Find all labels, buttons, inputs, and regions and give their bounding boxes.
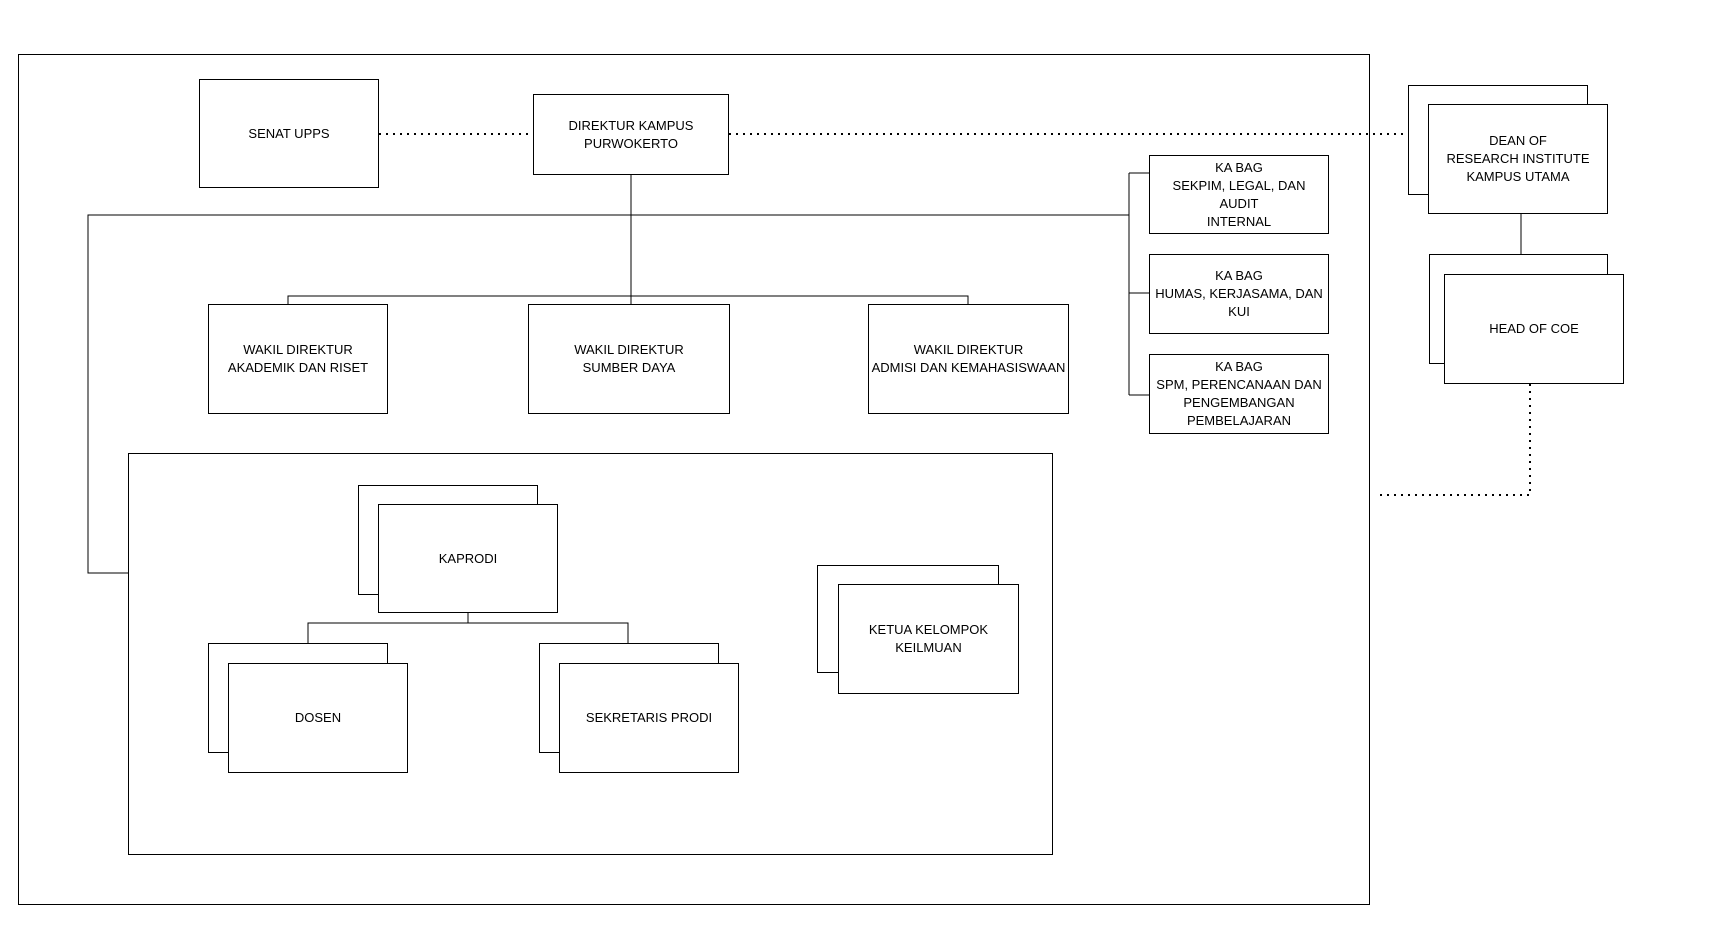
node-kabag-spm: KA BAG SPM, PERENCANAAN DAN PENGEMBANGAN… [1149,354,1329,434]
node-label: DIREKTUR KAMPUS PURWOKERTO [568,117,694,151]
node-kabag-humas: KA BAG HUMAS, KERJASAMA, DAN KUI [1149,254,1329,334]
node-wakil-direktur-admisi: WAKIL DIREKTUR ADMISI DAN KEMAHASISWAAN [868,304,1069,414]
node-label: WAKIL DIREKTUR SUMBER DAYA [574,342,684,375]
connector-kaprodi-bus [307,622,629,643]
dotted-link-head-coe [1375,384,1531,496]
node-label: KAPRODI [438,550,498,566]
node-label: KETUA KELOMPOK KEILMUAN [868,622,989,655]
node-kabag-sekpim: KA BAG SEKPIM, LEGAL, DAN AUDIT INTERNAL [1149,155,1329,234]
node-sekretaris-prodi: SEKRETARIS PRODI [559,663,739,773]
node-dean-research: DEAN OF RESEARCH INSTITUTE KAMPUS UTAMA [1428,104,1608,214]
node-direktur-kampus: DIREKTUR KAMPUS PURWOKERTO [533,94,729,175]
campus-boundary-frame [18,54,1370,905]
node-label: KA BAG SPM, PERENCANAAN DAN PENGEMBANGAN… [1156,359,1322,428]
node-label: WAKIL DIREKTUR AKADEMIK DAN RISET [227,342,369,375]
connector-wakil-bus [287,295,969,304]
connector-left-branch [87,214,1129,574]
node-label: KA BAG SEKPIM, LEGAL, DAN AUDIT INTERNAL [1172,159,1306,229]
node-label: SENAT UPPS [248,125,330,141]
node-label: WAKIL DIREKTUR ADMISI DAN KEMAHASISWAAN [871,342,1066,375]
node-label: SEKRETARIS PRODI [585,710,713,725]
node-label: HEAD OF COE [1489,321,1579,336]
node-kaprodi: KAPRODI [378,504,558,613]
node-wakil-direktur-akademik: WAKIL DIREKTUR AKADEMIK DAN RISET [208,304,388,414]
node-dosen: DOSEN [228,663,408,773]
node-label: KA BAG HUMAS, KERJASAMA, DAN KUI [1155,268,1323,319]
node-wakil-direktur-sumber-daya: WAKIL DIREKTUR SUMBER DAYA [528,304,730,414]
node-ketua-kelompok: KETUA KELOMPOK KEILMUAN [838,584,1019,694]
node-head-of-coe: HEAD OF COE [1444,274,1624,384]
node-label: DOSEN [294,710,342,725]
node-label: DEAN OF RESEARCH INSTITUTE KAMPUS UTAMA [1446,133,1590,184]
prodi-group-frame [128,453,1053,855]
node-senat-upps: SENAT UPPS [199,79,379,188]
